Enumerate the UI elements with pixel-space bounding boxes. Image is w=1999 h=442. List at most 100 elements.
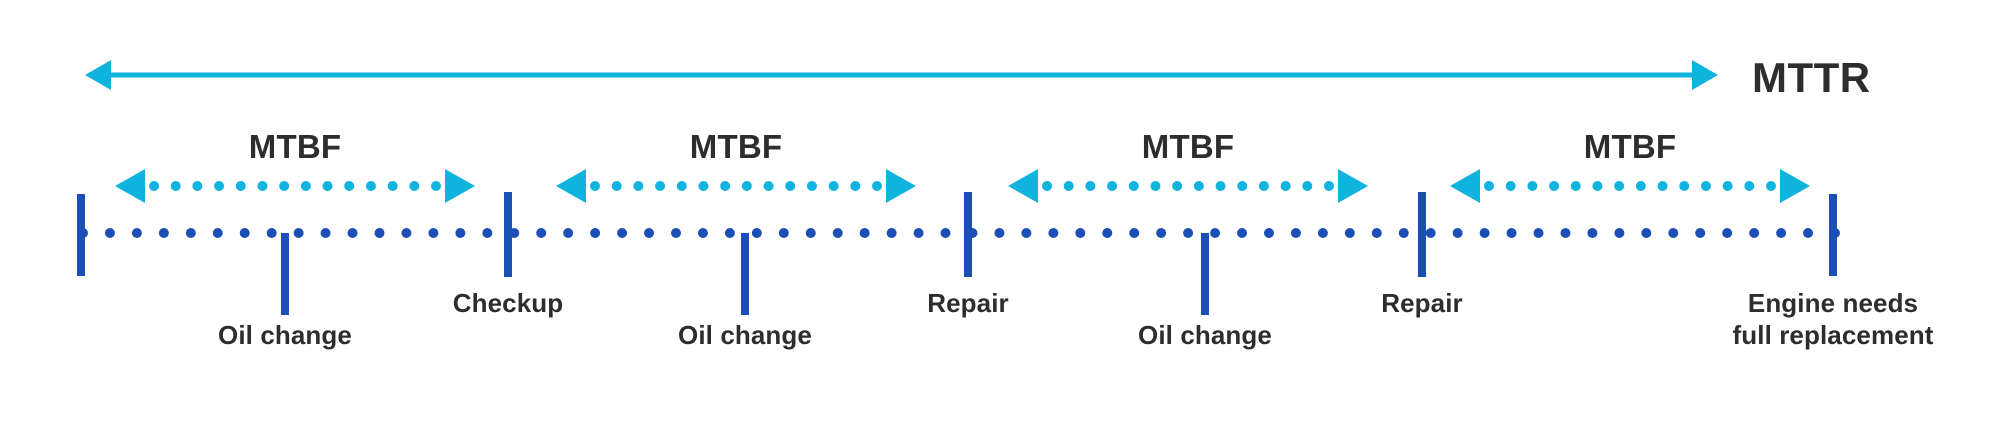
- mttr-arrowhead-right: [1692, 60, 1718, 90]
- timeline-dot: [590, 228, 601, 238]
- mtbf-arrowhead-right: [1338, 169, 1368, 203]
- timeline-dot: [1075, 228, 1086, 238]
- timeline-dot: [751, 228, 762, 238]
- mtbf-dot: [785, 181, 796, 191]
- timeline-dot: [1560, 228, 1571, 238]
- tick-oil-change-2: [741, 233, 749, 315]
- timeline-dot: [1263, 228, 1274, 238]
- mtbf-dot: [1484, 181, 1494, 191]
- timeline-dot: [1317, 228, 1328, 238]
- timeline-dot: [428, 228, 439, 238]
- mtbf-arrowhead-left: [556, 169, 586, 203]
- mtbf-dot: [590, 181, 600, 191]
- timeline-dot: [212, 228, 223, 238]
- timeline-dot: [1506, 228, 1517, 238]
- timeline-dot: [913, 228, 924, 238]
- timeline-dot: [185, 228, 196, 238]
- timeline-dot: [1102, 228, 1113, 238]
- mtbf-dot: [235, 181, 246, 191]
- mtbf-dot: [1280, 181, 1291, 191]
- timeline-dot: [1237, 228, 1248, 238]
- timeline-dot: [1776, 228, 1787, 238]
- mtbf-dot: [698, 181, 709, 191]
- event-tick-marks: [77, 192, 1837, 315]
- mtbf-dot: [1085, 181, 1096, 191]
- timeline-dot: [859, 228, 870, 238]
- tick-oil-change-3: [1201, 233, 1209, 315]
- timeline-dot: [266, 228, 277, 238]
- timeline-dot: [670, 228, 681, 238]
- event-label-oil-change-3: Oil change: [1138, 320, 1272, 350]
- event-label-repair-1: Repair: [927, 288, 1009, 318]
- mtbf-dot: [214, 181, 225, 191]
- mttr-label: MTTR: [1752, 54, 1871, 101]
- mtbf-dot: [192, 181, 203, 191]
- mtbf-dot: [1744, 181, 1755, 191]
- mtbf-dot: [872, 181, 882, 191]
- timeline-dot: [644, 228, 655, 238]
- mtbf-span-2: [556, 169, 916, 203]
- timeline-dot: [1048, 228, 1059, 238]
- timeline-dot: [1803, 228, 1814, 238]
- timeline-dot: [401, 228, 412, 238]
- event-label-oil-change-1: Oil change: [218, 320, 352, 350]
- mtbf-arrowhead-right: [1780, 169, 1810, 203]
- timeline-dot: [1668, 228, 1679, 238]
- mtbf-dot: [170, 181, 181, 191]
- mtbf-dot: [1722, 181, 1733, 191]
- timeline-dot: [239, 228, 250, 238]
- tick-checkup: [504, 192, 512, 277]
- timeline-dot: [1533, 228, 1544, 238]
- mtbf-dot: [149, 181, 159, 191]
- mtbf-arrowhead-right: [886, 169, 916, 203]
- timeline-dot: [1614, 228, 1625, 238]
- mtbf-dot: [1302, 181, 1313, 191]
- mtbf-dot: [279, 181, 290, 191]
- mtbf-arrowhead-left: [1450, 169, 1480, 203]
- timeline-dot: [104, 228, 115, 238]
- timeline-dot: [1695, 228, 1706, 238]
- mtbf-dot: [611, 181, 622, 191]
- timeline-dotted-line: [78, 228, 1840, 238]
- mtbf-dot: [1150, 181, 1161, 191]
- timeline-dot: [1479, 228, 1490, 238]
- timeline-dot: [158, 228, 169, 238]
- timeline-dot: [940, 228, 951, 238]
- mtbf-dot: [1614, 181, 1625, 191]
- timeline-dot: [374, 228, 385, 238]
- mtbf-label-1: MTBF: [248, 128, 342, 165]
- mtbf-dot: [1700, 181, 1711, 191]
- mtbf-dot: [1215, 181, 1226, 191]
- mtbf-dot: [409, 181, 420, 191]
- event-label-oil-change-2: Oil change: [678, 320, 812, 350]
- timeline-dot: [1425, 228, 1436, 238]
- mtbf-dot: [1657, 181, 1668, 191]
- event-label-checkup: Checkup: [452, 288, 564, 318]
- timeline-dot: [1290, 228, 1301, 238]
- mtbf-dot: [1237, 181, 1248, 191]
- timeline-dot: [697, 228, 708, 238]
- mtbf-dot: [1592, 181, 1603, 191]
- mttr-arrow: [85, 60, 1718, 90]
- mtbf-dot: [720, 181, 731, 191]
- mtbf-dot: [322, 181, 333, 191]
- mtbf-arrowhead-right: [445, 169, 475, 203]
- timeline-dot: [293, 228, 304, 238]
- mtbf-dot: [1193, 181, 1204, 191]
- mtbf-dot: [828, 181, 839, 191]
- timeline-dot: [1210, 228, 1221, 238]
- mtbf-dot: [1128, 181, 1139, 191]
- mtbf-dot: [1172, 181, 1183, 191]
- timeline-dot: [347, 228, 358, 238]
- mttr-arrow-shaft: [111, 72, 1692, 78]
- timeline-dot: [778, 228, 789, 238]
- timeline-dot: [886, 228, 897, 238]
- mtbf-dot: [1258, 181, 1269, 191]
- tick-oil-change-1: [281, 233, 289, 315]
- mtbf-dot: [431, 181, 441, 191]
- timeline-dot: [1371, 228, 1382, 238]
- timeline-dot: [1641, 228, 1652, 238]
- timeline-dot: [320, 228, 331, 238]
- tick-repair-2: [1418, 192, 1426, 277]
